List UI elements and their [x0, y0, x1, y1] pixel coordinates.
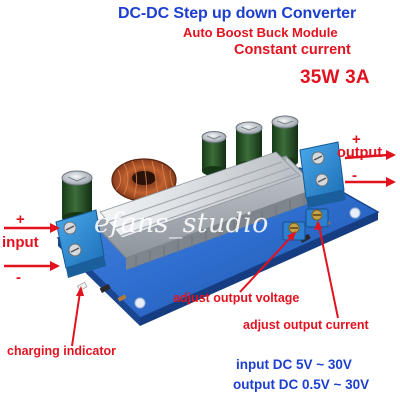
- adjust-current-label: adjust output current: [243, 318, 369, 332]
- mounting-hole: [349, 207, 361, 219]
- capacitor: [201, 131, 227, 176]
- pointer-arrows: [71, 220, 339, 347]
- product-subtitle: Auto Boost Buck Module: [183, 25, 338, 40]
- input-terminal-block: [55, 209, 106, 278]
- capacitor: [61, 170, 93, 224]
- smd-component: [99, 283, 111, 293]
- input-spec: input DC 5V ~ 30V: [236, 357, 352, 372]
- mode-label: Constant current: [234, 42, 351, 58]
- input-arrows: [4, 223, 60, 271]
- heatsink: [91, 151, 319, 270]
- input-minus-sign: -: [16, 269, 21, 286]
- output-terminal-block: [299, 141, 346, 208]
- smd-component: [117, 294, 127, 302]
- charging-led: [77, 281, 88, 291]
- input-label: input: [2, 234, 39, 251]
- output-plus-sign: +: [352, 131, 361, 148]
- input-plus-sign: +: [16, 211, 25, 228]
- output-arrows: [344, 150, 396, 187]
- rating-label: 35W 3A: [300, 67, 370, 88]
- current-potentiometer[interactable]: [305, 208, 329, 228]
- watermark: efans_studio: [94, 208, 269, 239]
- output-label: output: [337, 145, 383, 161]
- charging-indicator-label: charging indicator: [7, 344, 117, 358]
- pcb-edge: [140, 212, 378, 326]
- output-spec: output DC 0.5V ~ 30V: [233, 377, 370, 392]
- mounting-hole: [134, 297, 146, 309]
- adjust-voltage-label: adjust output voltage: [173, 291, 300, 305]
- output-minus-sign: -: [352, 167, 357, 184]
- product-title: DC-DC Step up down Converter: [118, 5, 357, 22]
